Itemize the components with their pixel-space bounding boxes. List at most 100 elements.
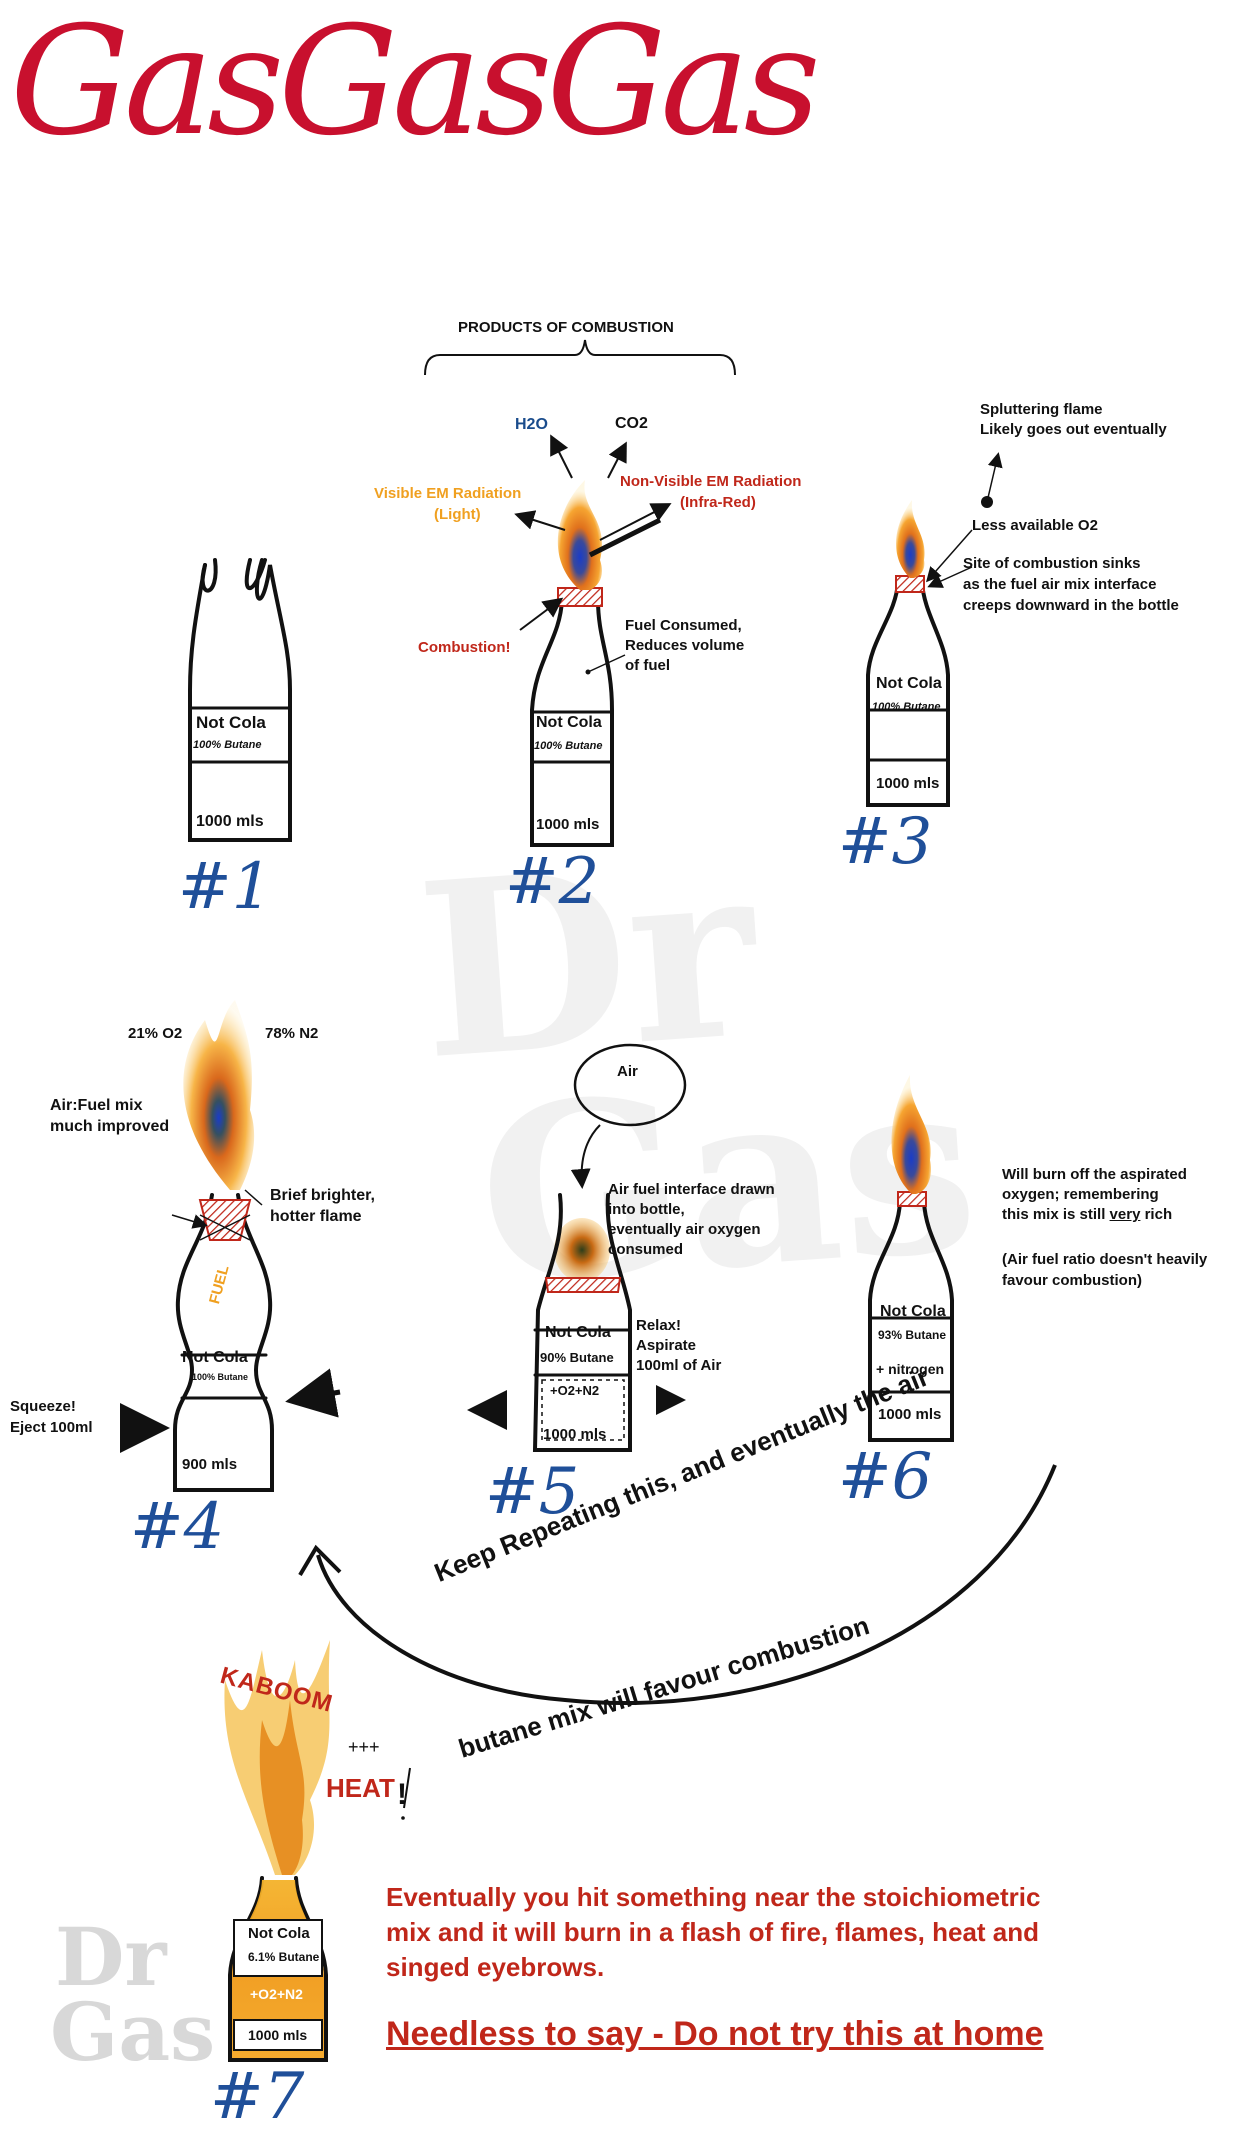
sputtering-line1: Spluttering flame bbox=[980, 401, 1103, 418]
nonvisible-em-label: Non-Visible EM Radiation bbox=[620, 473, 802, 490]
bottle-2-brand: Not Cola bbox=[536, 714, 602, 731]
bottle-7-volume: 1000 mls bbox=[248, 2027, 308, 2043]
flame-2 bbox=[557, 480, 603, 590]
flame-6 bbox=[891, 1075, 931, 1194]
bottle-3-brand: Not Cola bbox=[876, 675, 942, 692]
bottle-7-butane: 6.1% Butane bbox=[248, 1950, 320, 1964]
conclusion-line3: singed eyebrows. bbox=[386, 1952, 605, 1982]
bottle-4-brand: Not Cola bbox=[182, 1349, 248, 1366]
bottle-5-butane: 90% Butane bbox=[540, 1350, 614, 1365]
visible-em-label: Visible EM Radiation bbox=[374, 485, 522, 502]
step-4-label: #4 bbox=[130, 1490, 225, 1564]
nonvisible-em-sublabel: (Infra-Red) bbox=[680, 494, 756, 511]
bottle-2 bbox=[530, 598, 614, 847]
step-5-label: #5 bbox=[485, 1455, 580, 1529]
bottle-7-mix: +O2+N2 bbox=[250, 1986, 303, 2002]
fuel-consumed-line2: Reduces volume bbox=[625, 637, 745, 654]
flame-3 bbox=[896, 500, 925, 578]
relax-line1: Relax! bbox=[636, 1317, 682, 1334]
bottle-1 bbox=[188, 558, 292, 842]
heat-label: HEAT bbox=[326, 1773, 395, 1803]
bottle-7 bbox=[228, 1876, 328, 2062]
watermark-small-line1: Dr bbox=[55, 1910, 167, 2004]
ratio-line2: favour combustion) bbox=[1002, 1272, 1143, 1289]
bottle-6-brand: Not Cola bbox=[880, 1303, 946, 1320]
interface-line4: consumed bbox=[608, 1241, 684, 1258]
arrow-combustion bbox=[519, 597, 564, 631]
products-brace bbox=[424, 339, 736, 376]
burnoff-very: very bbox=[1109, 1206, 1141, 1223]
conclusion-line2: mix and it will burn in a flash of fire,… bbox=[386, 1917, 1040, 1947]
warning-text: Needless to say - Do not try this at hom… bbox=[386, 2015, 1044, 2053]
burnoff-rich: rich bbox=[1144, 1206, 1173, 1223]
bottle-1-brand: Not Cola bbox=[196, 713, 266, 732]
flame-4 bbox=[183, 1000, 255, 1190]
co2-label: CO2 bbox=[615, 415, 648, 432]
arrow-infrared bbox=[599, 503, 672, 541]
bottle-4 bbox=[173, 1193, 274, 1492]
step-1-label: #1 bbox=[178, 850, 273, 924]
site-line1: Site of combustion sinks bbox=[963, 555, 1141, 572]
sputtering-line2: Likely goes out eventually bbox=[980, 421, 1167, 438]
bottle-5-brand: Not Cola bbox=[545, 1324, 611, 1341]
bottle-3-butane: 100% Butane bbox=[872, 701, 941, 713]
site-line2: as the fuel air mix interface bbox=[963, 576, 1157, 593]
ratio-line1: (Air fuel ratio doesn't heavily bbox=[1002, 1251, 1208, 1268]
bottle-4-butane: 100% Butane bbox=[192, 1372, 249, 1382]
bottle-1-butane: 100% Butane bbox=[193, 739, 262, 751]
brief-line1: Brief brighter, bbox=[270, 1187, 375, 1204]
bottle-5 bbox=[532, 1193, 632, 1452]
bottle-1-volume: 1000 mls bbox=[196, 813, 264, 830]
air-label: Air bbox=[617, 1063, 638, 1080]
bottle-6-butane: 93% Butane bbox=[878, 1328, 947, 1342]
arrow-h2o bbox=[550, 434, 573, 479]
fuel-consumed-line1: Fuel Consumed, bbox=[625, 617, 742, 634]
brief-line2: hotter flame bbox=[270, 1208, 362, 1225]
step-6-label: #6 bbox=[838, 1440, 933, 1514]
interface-line2: into bottle, bbox=[608, 1201, 685, 1218]
products-of-combustion-label: PRODUCTS OF COMBUSTION bbox=[458, 319, 674, 336]
fuel-consumed-line3: of fuel bbox=[625, 657, 670, 674]
step-2-label: #2 bbox=[505, 845, 600, 919]
air-bubble bbox=[573, 1043, 687, 1127]
plus-label: +++ bbox=[348, 1737, 380, 1757]
o2-label: 21% O2 bbox=[128, 1025, 183, 1042]
combustion-label: Combustion! bbox=[418, 639, 511, 656]
bottle-7-brand: Not Cola bbox=[248, 1925, 310, 1942]
bottle-6 bbox=[868, 1200, 954, 1442]
airfuel-line1: Air:Fuel mix bbox=[50, 1097, 143, 1114]
visible-em-sublabel: (Light) bbox=[434, 506, 481, 523]
bottle-6-volume: 1000 mls bbox=[878, 1406, 942, 1423]
air-blob-5 bbox=[554, 1218, 610, 1282]
h2o-label: H2O bbox=[515, 416, 548, 433]
burnoff-line3-text: this mix is still bbox=[1002, 1206, 1106, 1223]
arrow-co2 bbox=[607, 441, 627, 479]
infrared-bar bbox=[588, 517, 662, 558]
burnoff-line2: oxygen; remembering bbox=[1002, 1186, 1159, 1203]
page-title: GasGasGas bbox=[10, 0, 821, 169]
burnoff-line3: this mix is still very rich bbox=[1002, 1205, 1172, 1225]
bottle-3 bbox=[866, 580, 950, 807]
relax-line3: 100ml of Air bbox=[636, 1357, 722, 1374]
squeeze-arrow-right bbox=[285, 1368, 341, 1418]
step-7-label: #7 bbox=[210, 2060, 305, 2134]
n2-label: 78% N2 bbox=[265, 1025, 319, 1042]
squeeze-line2: Eject 100ml bbox=[10, 1419, 93, 1436]
conclusion-line1: Eventually you hit something near the st… bbox=[386, 1882, 1041, 1912]
loop-arrow bbox=[316, 1464, 1057, 1705]
kaboom-flames bbox=[224, 1640, 330, 1875]
watermark-small-line2: Gas bbox=[50, 1985, 216, 2079]
bottle-2-butane: 100% Butane bbox=[534, 740, 603, 752]
interface-line1: Air fuel interface drawn bbox=[608, 1181, 775, 1198]
bottle-2-volume: 1000 mls bbox=[536, 816, 600, 833]
bottle-4-volume: 900 mls bbox=[182, 1456, 238, 1473]
bottle-5-mix: +O2+N2 bbox=[550, 1383, 600, 1398]
burnoff-line1: Will burn off the aspirated bbox=[1002, 1166, 1187, 1183]
squeeze-line1: Squeeze! bbox=[10, 1398, 76, 1415]
bottle-5-volume: 1000 mls bbox=[543, 1426, 607, 1443]
heat-exclaim: ! bbox=[397, 1778, 407, 1811]
combustion-zone-3 bbox=[895, 575, 925, 593]
interface-line3: eventually air oxygen bbox=[608, 1221, 761, 1238]
combustion-zone-4 bbox=[198, 1199, 252, 1241]
